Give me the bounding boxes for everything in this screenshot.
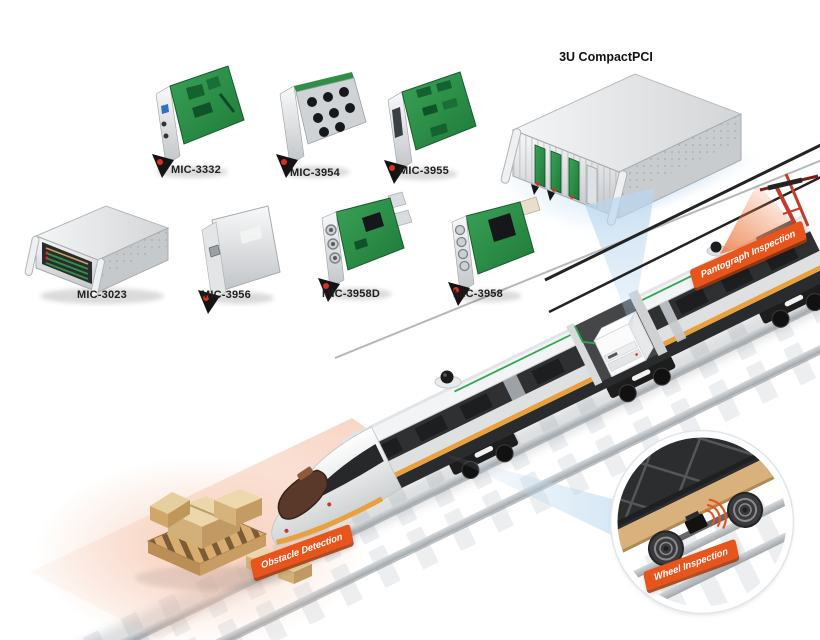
product-label-mic-3954[interactable]: MIC-3954 <box>290 167 340 179</box>
roof-camera-icon <box>706 241 730 257</box>
product-card-mic-3332[interactable] <box>152 65 245 178</box>
product-card-mic-3954[interactable] <box>276 72 367 178</box>
product-label-mic-3958[interactable]: MIC-3958 <box>453 288 503 300</box>
wheelset <box>647 491 764 567</box>
product-card-mic-3023[interactable] <box>24 205 170 304</box>
train-cutaway <box>566 289 668 386</box>
chassis-3u-compactpci[interactable] <box>500 73 743 226</box>
windshield <box>277 469 329 520</box>
product-label-mic-3023[interactable]: MIC-3023 <box>77 289 127 301</box>
equipment-rack <box>593 310 654 378</box>
chassis-title: 3U CompactPCI <box>559 50 653 64</box>
train-door <box>502 374 526 401</box>
product-card-mic-3958d[interactable] <box>318 191 413 302</box>
product-card-mic-3955[interactable] <box>384 71 477 184</box>
roof-camera-icon <box>434 370 462 389</box>
product-card-mic-3958[interactable] <box>448 196 541 306</box>
overhead-wires <box>334 143 820 359</box>
product-card-mic-3956[interactable] <box>198 205 281 314</box>
chassis-to-train-beam <box>585 188 655 330</box>
car-floor-edge <box>614 443 790 564</box>
train-head <box>271 426 402 546</box>
product-label-mic-3958d[interactable]: MIC-3958D <box>321 288 381 300</box>
product-label-mic-3332[interactable]: MIC-3332 <box>171 164 221 176</box>
wheel-inspection-magnifier <box>609 429 795 615</box>
pantograph-inspection-beam <box>720 184 801 254</box>
product-label-mic-3955[interactable]: MIC-3955 <box>399 165 449 177</box>
chassis-slot-cards <box>531 144 598 208</box>
chassis-handle-left <box>500 128 522 184</box>
wheel-sensor-icon <box>684 498 727 534</box>
product-label-mic-3956[interactable]: MIC-3956 <box>201 289 251 301</box>
head-stripe <box>275 496 384 545</box>
